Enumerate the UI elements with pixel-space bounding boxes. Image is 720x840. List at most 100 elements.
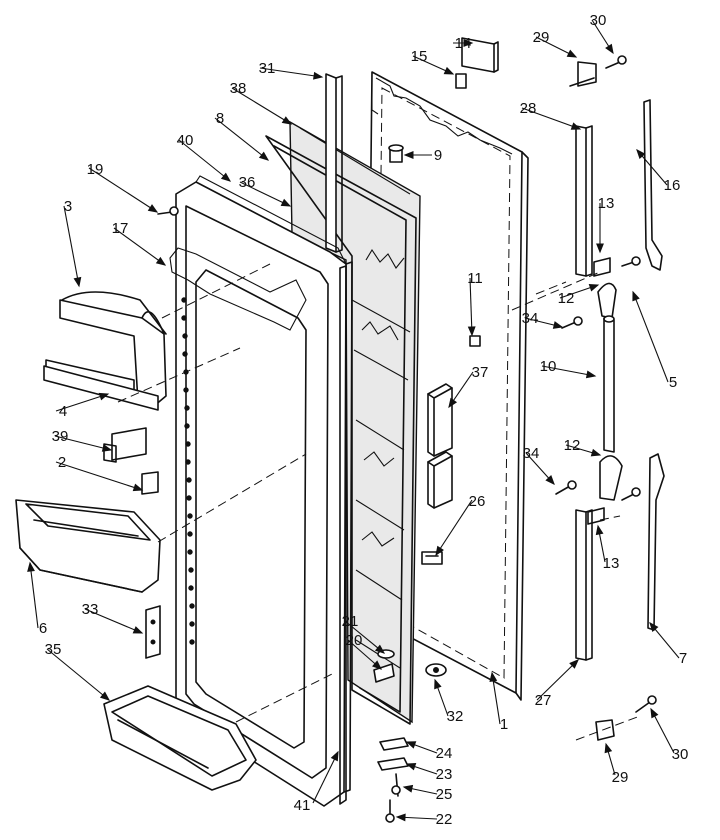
clip-15 xyxy=(455,73,467,89)
hinge-12-top xyxy=(597,282,617,319)
callout-number: 34 xyxy=(523,445,540,462)
cover-plate-14 xyxy=(461,37,499,73)
arrowhead xyxy=(405,762,417,771)
screw-30-top xyxy=(605,55,627,69)
callout-c30a: 30 xyxy=(590,12,614,55)
leader-line xyxy=(521,107,581,130)
callout-c9: 9 xyxy=(403,147,442,164)
arrowhead xyxy=(605,43,614,55)
alignment-lines xyxy=(117,263,641,741)
callout-c34b: 34 xyxy=(523,445,555,485)
callout-c4: 4 xyxy=(55,392,110,420)
arrowhead xyxy=(467,326,476,337)
arrowhead xyxy=(403,151,414,159)
arrowhead xyxy=(636,148,646,160)
callout-number: 20 xyxy=(346,632,363,649)
callout-c27: 27 xyxy=(535,659,579,709)
screw-19 xyxy=(157,206,179,216)
callout-layer: 1415293031388403691931728161311123410537… xyxy=(27,12,689,828)
callout-c7: 7 xyxy=(649,621,687,667)
callout-number: 1 xyxy=(500,716,508,733)
arrowhead xyxy=(649,621,659,633)
callout-c36: 36 xyxy=(239,174,292,207)
callout-number: 26 xyxy=(469,493,486,510)
screw-5-top xyxy=(621,256,641,267)
arrowhead xyxy=(448,397,458,409)
callout-number: 24 xyxy=(436,745,453,762)
arrowhead xyxy=(632,290,640,302)
callout-c1: 1 xyxy=(489,671,508,733)
callout-number: 27 xyxy=(535,692,552,709)
hinge-bar-28 xyxy=(575,125,593,277)
arrowhead xyxy=(443,66,455,75)
callout-c38: 38 xyxy=(230,80,293,125)
leader-line xyxy=(541,365,596,377)
arrowhead xyxy=(73,276,82,288)
leader-line xyxy=(178,139,231,182)
callout-number: 30 xyxy=(672,746,689,763)
arrowhead xyxy=(99,691,111,701)
callout-c37: 37 xyxy=(448,364,488,409)
screw-5-bottom xyxy=(621,487,641,501)
leader-line xyxy=(491,672,501,725)
arrowhead xyxy=(585,370,597,379)
callout-number: 17 xyxy=(112,220,129,237)
arrowhead xyxy=(590,448,602,457)
callout-c34a: 34 xyxy=(522,310,564,329)
callout-c41: 41 xyxy=(294,750,339,814)
spacer-block-37 xyxy=(427,383,453,509)
arrowhead xyxy=(435,545,444,557)
arrowhead xyxy=(220,172,232,182)
trim-strip xyxy=(339,265,347,805)
callout-number: 12 xyxy=(558,290,575,307)
leader-line xyxy=(214,117,269,161)
leader-line xyxy=(54,435,112,451)
arrowhead xyxy=(395,813,406,822)
callout-c12a: 12 xyxy=(558,284,600,307)
leader-line xyxy=(88,167,158,213)
callout-number: 3 xyxy=(64,198,72,215)
callout-c2: 2 xyxy=(55,454,144,492)
leader-line xyxy=(46,648,110,701)
callout-c15: 15 xyxy=(411,48,455,75)
callout-c29a: 29 xyxy=(533,29,578,58)
callout-number: 16 xyxy=(664,177,681,194)
bracket-2 xyxy=(141,471,159,495)
leader-line xyxy=(239,181,291,207)
arrowhead xyxy=(155,256,167,266)
inner-door-liner xyxy=(169,175,353,807)
callout-number: 33 xyxy=(82,601,99,618)
callout-c35: 35 xyxy=(45,641,111,701)
arrowhead xyxy=(604,742,613,754)
callout-number: 39 xyxy=(52,428,69,445)
screw-9 xyxy=(388,144,404,163)
callout-number: 25 xyxy=(436,786,453,803)
arrowhead xyxy=(402,784,414,793)
callout-c21: 21 xyxy=(342,613,386,654)
callout-number: 30 xyxy=(590,12,607,29)
clip-11 xyxy=(469,335,481,347)
callout-c12b: 12 xyxy=(564,437,602,457)
callout-c10: 10 xyxy=(540,358,597,379)
seal-strip-16 xyxy=(643,99,663,271)
arrowhead xyxy=(570,122,582,130)
leader-line xyxy=(469,277,473,336)
callout-c13b: 13 xyxy=(595,524,619,572)
callout-c20: 20 xyxy=(346,632,383,670)
callout-c22: 22 xyxy=(395,811,453,828)
callout-number: 22 xyxy=(436,811,453,828)
callout-c33: 33 xyxy=(82,601,144,634)
bracket-39 xyxy=(103,427,147,463)
leader-line xyxy=(536,659,579,701)
arrowhead xyxy=(463,39,474,47)
arrowhead xyxy=(374,644,386,654)
arrowhead xyxy=(552,321,564,329)
leader-line xyxy=(632,291,669,383)
hinge-bracket-13-top xyxy=(593,257,611,277)
arrowhead xyxy=(372,660,383,670)
callout-number: 35 xyxy=(45,641,62,658)
callout-c17: 17 xyxy=(112,220,167,266)
callout-c30b: 30 xyxy=(650,707,689,763)
